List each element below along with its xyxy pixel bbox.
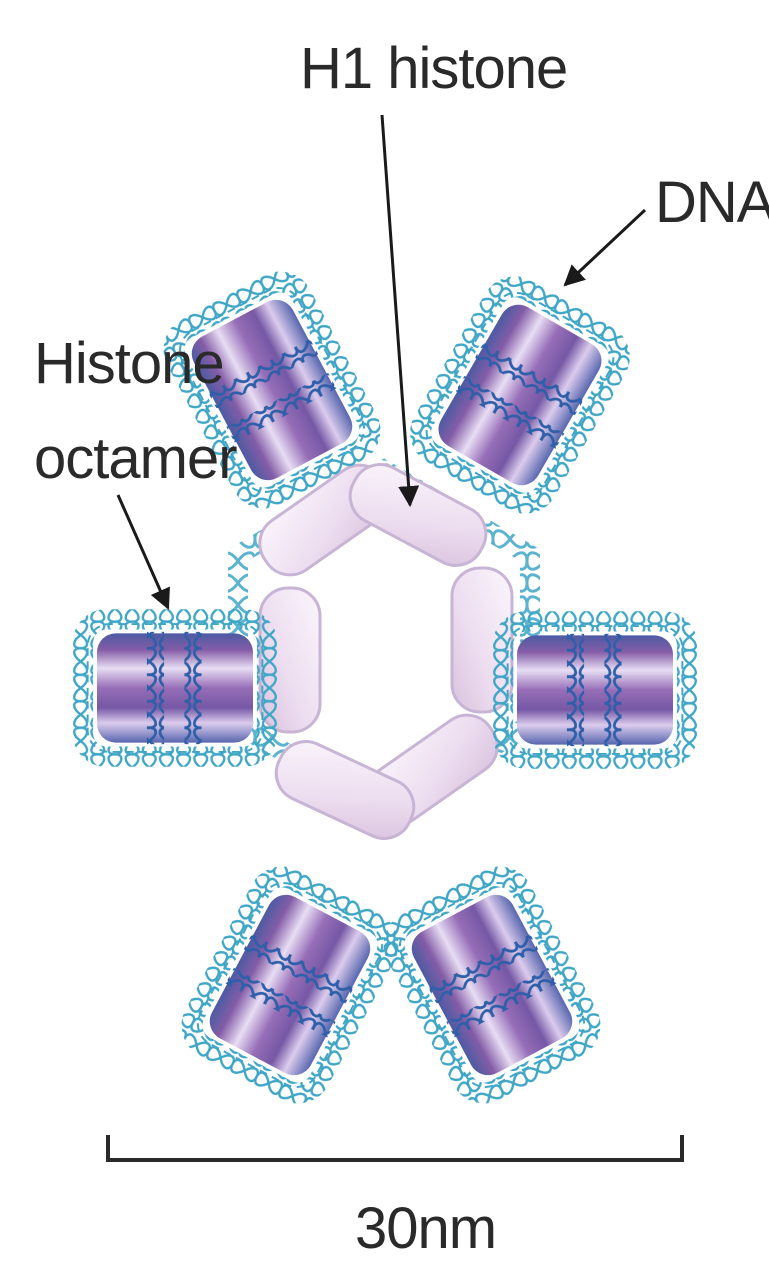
h1-histone-label: H1 histone xyxy=(300,36,567,101)
nucleosome-icon xyxy=(184,869,397,1102)
h1-histone-icon xyxy=(267,732,423,847)
nucleosome-icon xyxy=(83,619,267,756)
nucleosome-icon xyxy=(386,869,599,1102)
histone-octamer-label-line1: Histone xyxy=(34,331,224,396)
histone-octamer-label-line2: octamer xyxy=(34,426,237,491)
scale-bar-icon xyxy=(108,1135,682,1160)
scale-label: 30nm xyxy=(355,1196,496,1261)
nucleosome-ring xyxy=(83,274,687,1102)
nucleosome-icon xyxy=(412,278,628,512)
dna-arrow-icon xyxy=(565,210,645,285)
h1-arrow-icon xyxy=(382,115,410,505)
octamer-arrow-icon xyxy=(118,495,168,608)
h1-histone-ring xyxy=(249,454,512,847)
nucleosome-icon xyxy=(503,621,687,758)
dna-label: DNA xyxy=(655,170,769,235)
